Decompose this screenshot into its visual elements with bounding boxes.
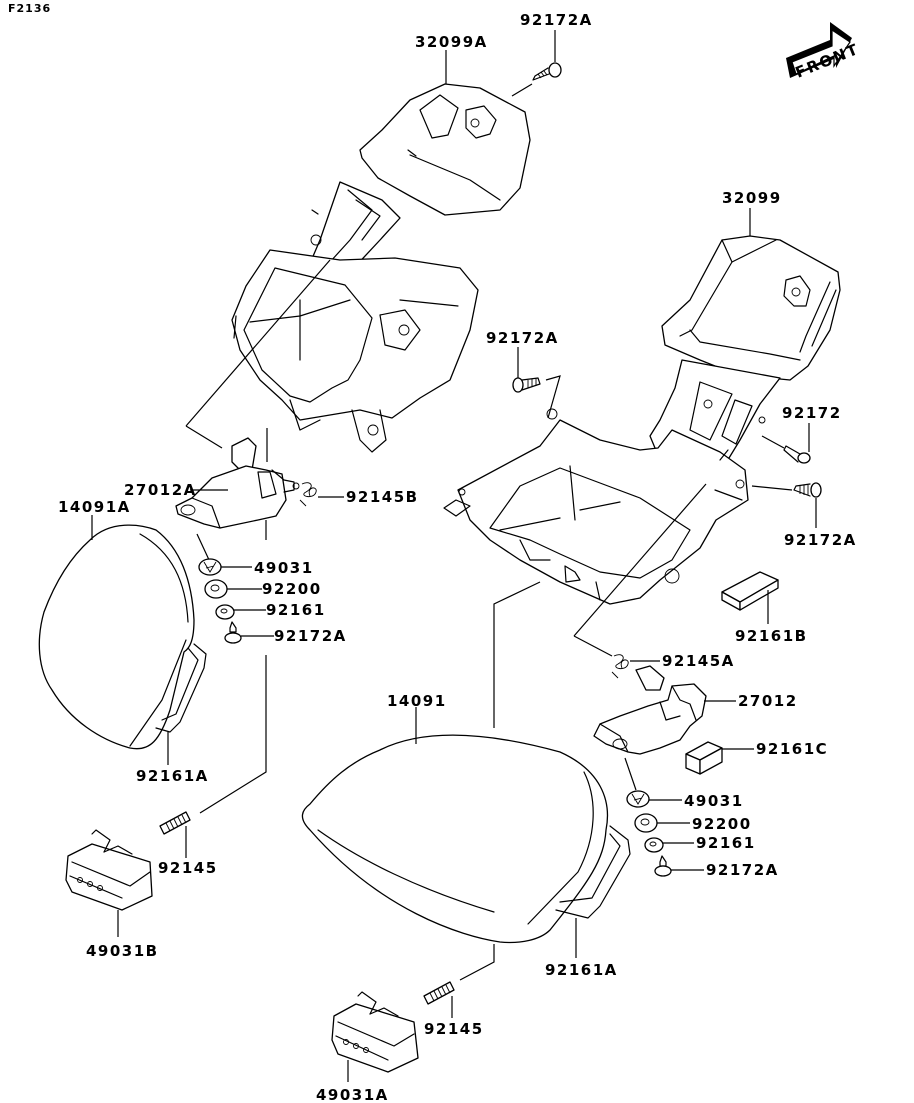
label-92200-left: 92200: [262, 580, 322, 598]
spring-icon: [299, 482, 317, 507]
damper-block-icon: [685, 741, 723, 775]
leader-92172a-right-to-cover: [751, 485, 793, 491]
label-92145-right: 92145: [424, 1020, 484, 1038]
label-92161-left: 92161: [266, 601, 326, 619]
clip-icon: [626, 790, 650, 808]
latch-right-49031a: [331, 991, 419, 1073]
label-32099a: 32099A: [415, 33, 488, 51]
grommet-icon: [644, 837, 664, 853]
cover-left-32099a: [231, 83, 531, 453]
label-14091: 14091: [387, 692, 447, 710]
hinge-right-27012: [593, 665, 707, 755]
leader-92172a-mid-to-cover: [545, 375, 561, 419]
leader-lid-right-to-latch: [459, 944, 495, 981]
clip-icon: [198, 558, 222, 576]
label-92172a-mid: 92172A: [486, 329, 559, 347]
screw-icon: [793, 482, 822, 498]
screw-icon: [654, 855, 672, 877]
label-92161b: 92161B: [735, 627, 808, 645]
seal-right-lid: [555, 825, 631, 919]
lid-right-14091: [301, 734, 609, 944]
label-32099: 32099: [722, 189, 782, 207]
front-arrow-icon: FRONT: [786, 22, 862, 82]
screw-icon: [512, 377, 541, 393]
screw-icon: [783, 445, 811, 464]
spring-icon: [423, 981, 455, 1005]
spring-icon: [159, 811, 191, 835]
label-49031-right: 49031: [684, 792, 744, 810]
label-92145a: 92145A: [662, 652, 735, 670]
leader-hinge-left-to-latch: [199, 520, 267, 814]
seal-left-lid: [155, 643, 207, 733]
label-92145-left: 92145: [158, 859, 218, 877]
leader-92172-to-cover: [761, 435, 785, 449]
damper-block-icon: [721, 571, 779, 611]
leader-hinge-left-to-cover: [185, 259, 331, 427]
label-92172a-right: 92172A: [784, 531, 857, 549]
label-14091a: 14091A: [58, 498, 131, 516]
cover-right-32099: [443, 235, 841, 605]
label-27012: 27012: [738, 692, 798, 710]
label-92172a-left-hinge: 92172A: [274, 627, 347, 645]
label-92172a-top: 92172A: [520, 11, 593, 29]
figure-id: F2136: [8, 2, 51, 15]
label-49031b: 49031B: [86, 942, 159, 960]
washer-icon: [204, 579, 228, 599]
screw-icon: [532, 62, 562, 81]
grommet-icon: [215, 604, 235, 620]
label-92145b: 92145B: [346, 488, 419, 506]
leader-92172a-top-to-cover: [511, 83, 533, 97]
label-92161a-left: 92161A: [136, 767, 209, 785]
label-92172a-right-hinge: 92172A: [706, 861, 779, 879]
label-49031-left: 49031: [254, 559, 314, 577]
label-92161c: 92161C: [756, 740, 828, 758]
leader-lid-right-to-cover: [493, 581, 541, 728]
label-92161-right: 92161: [696, 834, 756, 852]
lid-left-14091a: [38, 524, 195, 750]
label-92172: 92172: [782, 404, 842, 422]
spring-icon: [611, 654, 629, 679]
hinge-left-27012a: [175, 437, 300, 529]
label-27012a: 27012A: [124, 481, 197, 499]
leader-hinge-right-to-cover: [573, 483, 707, 637]
label-92161a-right: 92161A: [545, 961, 618, 979]
washer-icon: [634, 813, 658, 833]
latch-left-49031b: [65, 829, 153, 911]
label-49031a: 49031A: [316, 1086, 389, 1103]
screw-icon: [224, 621, 242, 644]
label-92200-right: 92200: [692, 815, 752, 833]
